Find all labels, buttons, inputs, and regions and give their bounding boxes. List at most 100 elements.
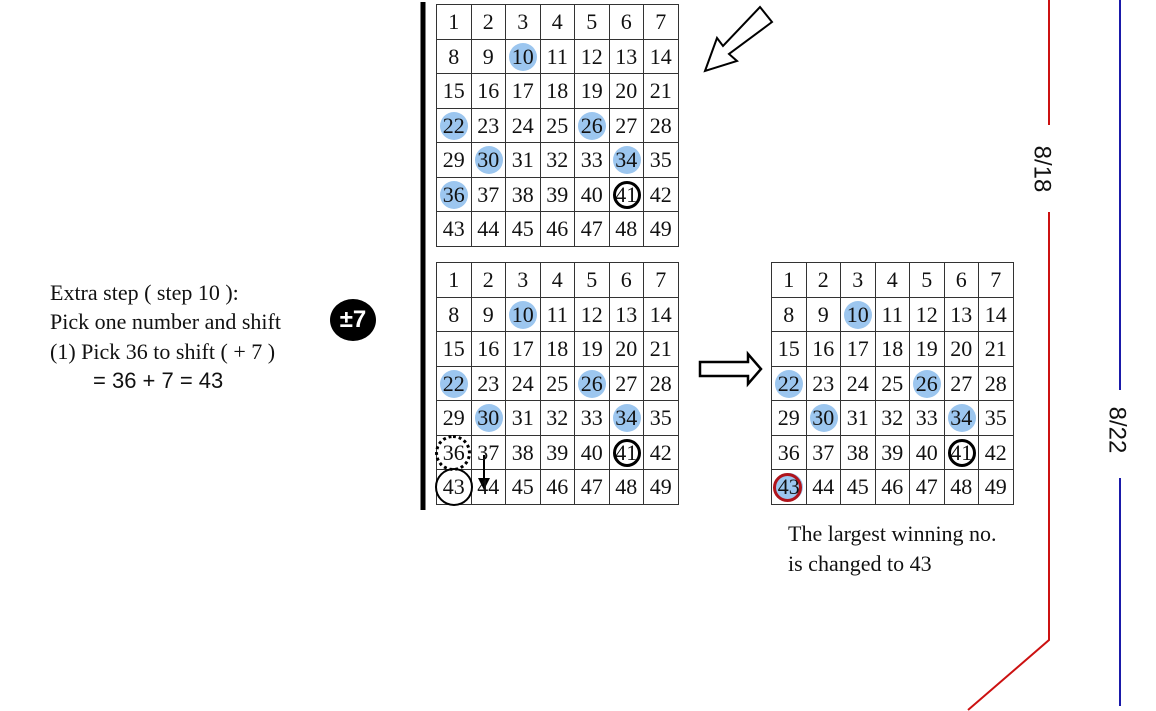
red-ring-marker	[773, 473, 802, 502]
dotted-ring-marker	[435, 434, 471, 471]
cell-number: 27	[950, 370, 973, 396]
cell-number: 14	[984, 301, 1007, 327]
cell-number: 7	[655, 267, 667, 293]
cell-number: 42	[649, 181, 672, 207]
grid-cell: 29	[771, 400, 807, 436]
cell-number: 31	[511, 147, 534, 173]
cell-number: 35	[984, 405, 1007, 431]
cell-number: 23	[477, 112, 500, 138]
cell-number: 47	[915, 474, 938, 500]
cell-number: 46	[546, 216, 569, 242]
cell-number: 37	[812, 439, 835, 465]
cell-number: 26	[580, 370, 603, 396]
grid-cell: 43	[771, 469, 807, 505]
cell-number: 40	[580, 181, 603, 207]
highlight-marker	[440, 111, 468, 140]
grid-cell: 47	[909, 469, 945, 505]
cell-number: 31	[511, 405, 534, 431]
grid-cell: 30	[470, 400, 506, 436]
cell-number: 4	[886, 267, 898, 293]
grid-cell: 25	[539, 107, 575, 143]
cell-number: 30	[477, 405, 500, 431]
grid-cell: 5	[909, 262, 945, 298]
grid-cell: 14	[643, 38, 679, 74]
grid-cell: 43	[435, 468, 473, 506]
grid-cell: 41	[608, 434, 644, 470]
grid-cell: 10	[505, 296, 541, 332]
grid-cell: 21	[643, 331, 679, 367]
step-result-line: = 36 + 7 = 43	[93, 368, 224, 393]
highlight-marker	[474, 404, 503, 432]
highlight-marker	[440, 180, 468, 209]
step-pick-line: (1) Pick 36 to shift ( + 7 )	[50, 339, 276, 364]
result-caption-line2: is changed to 43	[788, 551, 932, 576]
ring-marker	[947, 438, 976, 467]
cell-number: 21	[649, 336, 672, 362]
cell-number: 11	[881, 301, 903, 327]
grid-cell: 7	[978, 262, 1014, 298]
cell-number: 20	[615, 78, 638, 104]
cell-number: 6	[620, 267, 632, 293]
highlight-marker	[612, 146, 641, 174]
cell-number: 7	[655, 9, 667, 35]
cell-number: 6	[955, 267, 967, 293]
grid-cell: 12	[574, 38, 610, 74]
cell-number: 45	[846, 474, 869, 500]
cell-number: 28	[984, 370, 1007, 396]
cell-number: 25	[546, 370, 569, 396]
grid-cell: 16	[470, 73, 506, 109]
cell-number: 3	[517, 267, 529, 293]
grid-cell: 17	[505, 73, 541, 109]
highlight-marker	[578, 111, 606, 140]
cell-number: 9	[817, 301, 829, 327]
cell-number: 11	[546, 301, 568, 327]
cell-number: 12	[580, 301, 603, 327]
cell-number: 12	[915, 301, 938, 327]
cell-number: 4	[551, 9, 563, 35]
cell-number: 24	[511, 112, 534, 138]
grid-cell: 44	[470, 469, 506, 505]
grid-cell: 27	[608, 107, 644, 143]
grid-cell: 48	[608, 469, 644, 505]
cell-number: 26	[915, 370, 938, 396]
cell-number: 25	[881, 370, 904, 396]
cell-number: 22	[777, 370, 800, 396]
grid-cell: 49	[978, 469, 1014, 505]
cell-number: 13	[950, 301, 973, 327]
cell-number: 37	[477, 439, 500, 465]
highlight-marker	[844, 300, 872, 329]
grid-cell: 4	[539, 262, 575, 298]
grid-cell: 20	[943, 331, 979, 367]
cell-number: 28	[649, 112, 672, 138]
cell-number: 1	[448, 267, 460, 293]
cell-number: 26	[580, 112, 603, 138]
cell-number: 13	[615, 301, 638, 327]
cell-number: 27	[615, 112, 638, 138]
cell-number: 1	[448, 9, 460, 35]
ring-marker	[612, 180, 641, 209]
grid-cell: 12	[574, 296, 610, 332]
grid-cell: 17	[840, 331, 876, 367]
cell-number: 23	[812, 370, 835, 396]
grid-cell: 44	[470, 211, 506, 247]
grid-cell: 36	[435, 434, 472, 471]
grid-cell: 47	[574, 469, 610, 505]
cell-number: 44	[477, 474, 500, 500]
grid-cell: 49	[643, 211, 679, 247]
cell-number: 33	[580, 405, 603, 431]
cell-number: 20	[615, 336, 638, 362]
grid-cell: 19	[574, 331, 610, 367]
cell-number: 13	[615, 43, 638, 69]
grid-cell: 46	[539, 211, 575, 247]
